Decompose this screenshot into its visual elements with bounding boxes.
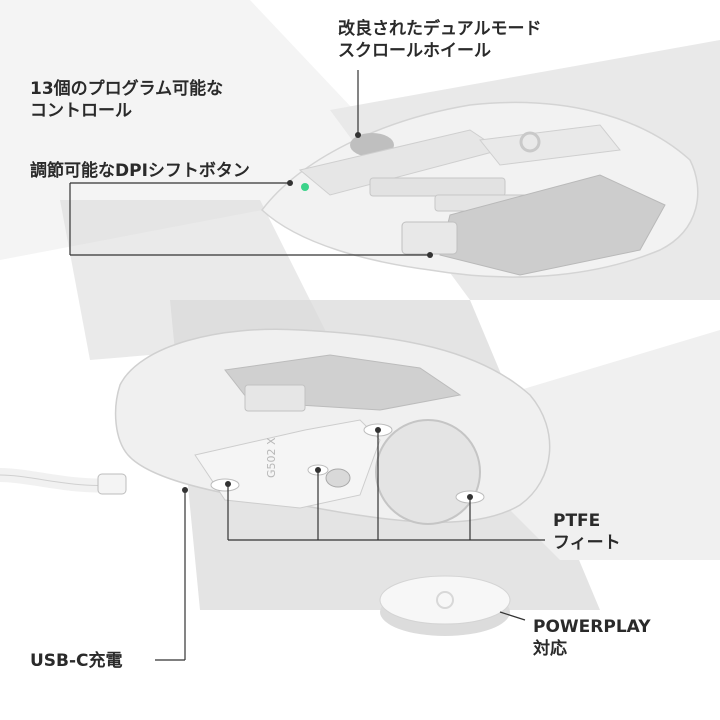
callout-dpi-shift-text: 調節可能なDPIシフトボタン (30, 161, 250, 181)
ptfe-foot-left (210, 478, 240, 492)
callout-ptfe-feet: PTFE フィート (553, 510, 621, 554)
callout-usb-c: USB-C充電 (30, 650, 123, 672)
usb-c-connector (97, 473, 127, 495)
callout-programmable-line-1: 13個のプログラム可能な (30, 79, 224, 99)
mouse-top-right-button (479, 124, 621, 166)
side-grip-panel (439, 174, 666, 276)
puck-logo-icon (436, 591, 454, 609)
optical-sensor (325, 468, 351, 488)
underside-dpi-button (244, 384, 306, 412)
callout-usb-c-text: USB-C充電 (30, 651, 123, 671)
callout-dpi-shift: 調節可能なDPIシフトボタン (30, 160, 250, 182)
dpi-indicator-light (301, 183, 309, 191)
puck-top (379, 575, 511, 625)
powerplay-slot (375, 419, 481, 525)
callout-programmable: 13個のプログラム可能な コントロール (30, 78, 223, 122)
callout-powerplay: POWERPLAY 対応 (533, 616, 651, 660)
callout-scroll-wheel: 改良されたデュアルモード スクロールホイール (338, 18, 542, 62)
background-panel-right (420, 330, 720, 560)
callout-scroll-wheel-line-1: 改良されたデュアルモード (338, 19, 542, 39)
callout-ptfe-feet-line-2: フィート (553, 533, 621, 553)
callout-ptfe-feet-line-1: PTFE (553, 511, 601, 531)
leader-powerplay (499, 611, 526, 621)
logitech-logo-icon (519, 131, 541, 153)
usb-cable-edge (0, 474, 111, 486)
callout-powerplay-line-1: POWERPLAY (533, 617, 651, 637)
callout-powerplay-line-2: 対応 (533, 639, 567, 659)
callout-scroll-wheel-line-2: スクロールホイール (338, 41, 491, 61)
model-text: G502 X (265, 437, 278, 478)
background-panel-shadow (60, 200, 330, 360)
callout-programmable-line-2: コントロール (30, 101, 132, 121)
